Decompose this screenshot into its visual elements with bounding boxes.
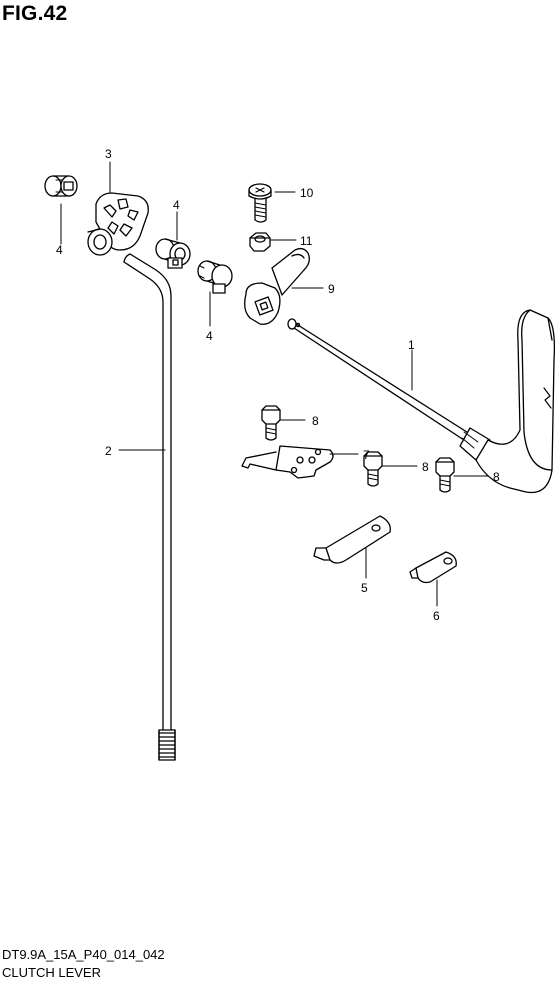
part-7-bracket xyxy=(241,445,334,479)
callout-10: 10 xyxy=(300,186,314,200)
part-8-bolt-right xyxy=(435,457,455,493)
callout-4: 4 xyxy=(206,329,213,343)
callout-2: 2 xyxy=(105,444,112,458)
part-3-shift-cam xyxy=(87,192,149,256)
part-4-bushing-middle xyxy=(155,238,191,269)
callout-6: 6 xyxy=(433,609,440,623)
figure-title: FIG.42 xyxy=(2,2,68,25)
callout-11: 11 xyxy=(300,234,313,248)
callout-8: 8 xyxy=(312,414,319,428)
callout-8: 8 xyxy=(493,470,500,484)
part-10-screw xyxy=(248,183,272,223)
callout-4: 4 xyxy=(173,198,180,212)
part-4-bushing-right xyxy=(197,260,233,294)
callout-9: 9 xyxy=(328,282,335,296)
part-2-shift-rod xyxy=(123,253,176,761)
callout-5: 5 xyxy=(361,581,368,595)
callout-3: 3 xyxy=(105,147,112,161)
part-6-plate xyxy=(409,551,457,584)
part-4-bushing-left xyxy=(44,175,78,197)
callout-8: 8 xyxy=(422,460,429,474)
part-11-nut xyxy=(249,232,271,252)
callout-1: 1 xyxy=(408,338,415,352)
part-8-bolt-upper xyxy=(261,405,281,441)
callout-4: 4 xyxy=(56,243,63,257)
leader-lines xyxy=(60,161,489,607)
part-1-clutch-lever xyxy=(287,309,556,494)
rod-thread xyxy=(158,729,176,761)
footer-diagram-code: DT9.9A_15A_P40_014_042 xyxy=(2,947,165,962)
callout-7: 7 xyxy=(363,448,370,462)
footer-diagram-name: CLUTCH LEVER xyxy=(2,965,101,980)
part-5-plate xyxy=(313,515,391,564)
part-9-clutch-arm xyxy=(244,247,310,325)
callout-labels: 3 4 4 4 10 11 9 1 2 8 7 8 8 5 6 xyxy=(56,147,500,623)
